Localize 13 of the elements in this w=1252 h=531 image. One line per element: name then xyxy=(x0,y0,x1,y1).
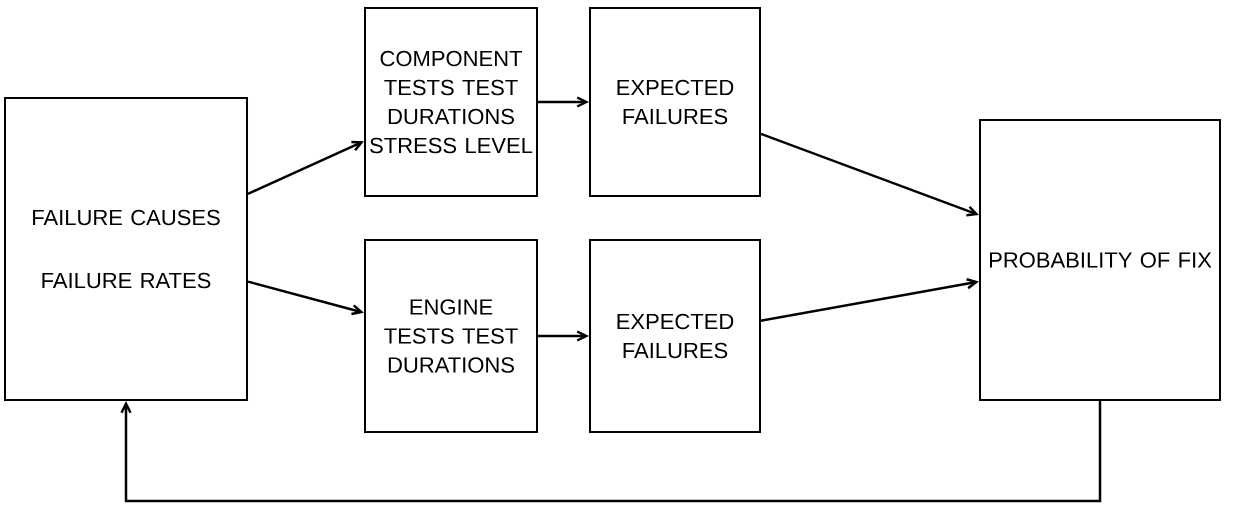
arrow xyxy=(760,132,979,217)
process-box: ENGINE TESTS TEST DURATIONS xyxy=(364,239,538,433)
arrow xyxy=(538,96,589,108)
process-box: EXPECTED FAILURES xyxy=(589,239,761,433)
arrow xyxy=(120,401,1102,503)
arrow xyxy=(538,330,590,342)
arrow xyxy=(247,140,364,195)
process-box: EXPECTED FAILURES xyxy=(589,7,761,197)
arrow xyxy=(247,280,364,316)
process-box: FAILURE CAUSES FAILURE RATES xyxy=(4,97,248,401)
process-box: PROBABILITY OF FIX xyxy=(979,119,1221,401)
process-box: COMPONENT TESTS TEST DURATIONS STRESS LEVEL xyxy=(364,7,538,197)
arrow xyxy=(760,278,979,322)
